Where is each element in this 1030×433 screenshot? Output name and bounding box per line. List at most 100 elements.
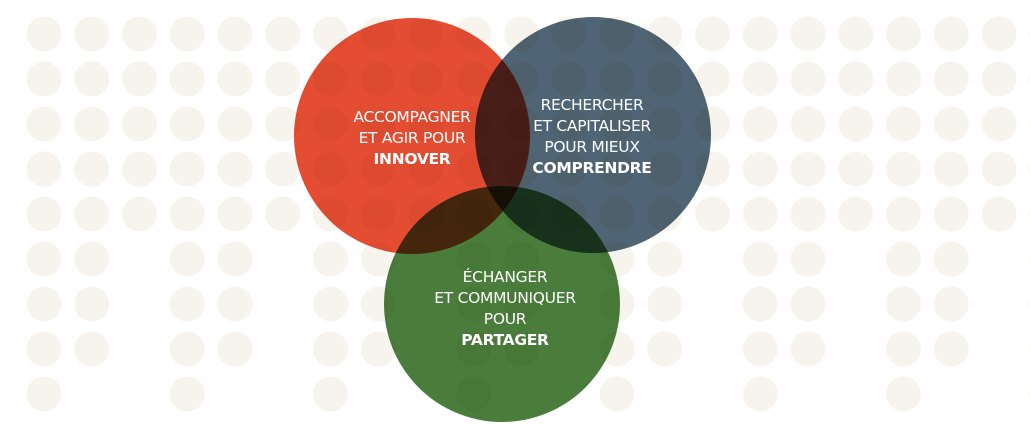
background-dot (74, 196, 110, 232)
background-dot (790, 61, 826, 97)
background-dot (122, 196, 157, 232)
background-dot (74, 106, 110, 142)
background-dot (313, 241, 348, 277)
background-dot (886, 61, 921, 97)
background-dot (26, 331, 62, 367)
background-dot (742, 376, 778, 412)
background-dot (790, 16, 826, 52)
label-bold: INNOVER (374, 150, 451, 168)
background-dot (122, 106, 157, 142)
background-dot (313, 16, 348, 52)
background-dot (26, 16, 62, 52)
background-dot (169, 151, 205, 187)
background-dot (886, 151, 921, 187)
background-dot (933, 241, 969, 277)
background-dot (790, 331, 826, 367)
background-dot (217, 106, 253, 142)
background-dot (647, 331, 683, 367)
background-dot (265, 196, 301, 232)
background-dot (74, 286, 110, 322)
background-dot (886, 286, 921, 322)
background-dot (26, 61, 62, 97)
label-line: ÉCHANGER (463, 267, 548, 286)
background-dot (981, 106, 1017, 142)
background-dot (74, 16, 110, 52)
background-dot (360, 331, 396, 367)
background-dot (122, 151, 157, 187)
background-dot (790, 241, 826, 277)
background-dot (838, 151, 874, 187)
background-dot (981, 151, 1017, 187)
background-dot (265, 61, 301, 97)
label-comprendre: RECHERCHER ET CAPITALISER POUR MIEUX COM… (532, 96, 652, 177)
background-dot (217, 286, 253, 322)
background-dot (695, 16, 730, 52)
background-dot (790, 151, 826, 187)
background-dot (26, 241, 62, 277)
background-dot (742, 286, 778, 322)
background-dot (313, 376, 348, 412)
label-line: POUR MIEUX (544, 138, 640, 156)
background-dot (217, 196, 253, 232)
background-dot (169, 196, 205, 232)
label-line: ET AGIR POUR (359, 129, 466, 147)
background-dot (217, 331, 253, 367)
background-dot (742, 106, 778, 142)
background-dot (886, 376, 921, 412)
background-dot (169, 331, 205, 367)
background-dot (933, 151, 969, 187)
background-dot (933, 196, 969, 232)
background-dot (26, 106, 62, 142)
background-dot (313, 331, 348, 367)
background-dot (599, 376, 635, 412)
background-dot (122, 16, 157, 52)
background-dot (742, 331, 778, 367)
label-partager: ÉCHANGER ET COMMUNIQUER POUR PARTAGER (434, 267, 576, 349)
background-dot (169, 286, 205, 322)
background-dot (26, 376, 62, 412)
background-dot (647, 241, 683, 277)
background-dot (933, 286, 969, 322)
background-dot (169, 16, 205, 52)
background-dot (26, 286, 62, 322)
background-dot (742, 151, 778, 187)
background-dot (933, 16, 969, 52)
background-dot (217, 151, 253, 187)
background-dot (313, 286, 348, 322)
background-dot (742, 61, 778, 97)
background-dot (217, 241, 253, 277)
background-dot (981, 196, 1017, 232)
label-bold: COMPRENDRE (532, 159, 651, 177)
background-dot (838, 106, 874, 142)
background-dot (74, 241, 110, 277)
background-dot (790, 196, 826, 232)
background-dot (886, 241, 921, 277)
background-dot (933, 331, 969, 367)
background-dot (886, 331, 921, 367)
circle-partager (384, 186, 620, 422)
background-dot (26, 151, 62, 187)
background-dot (742, 16, 778, 52)
label-bold: PARTAGER (461, 331, 549, 349)
background-dot (122, 61, 157, 97)
background-dot (265, 151, 301, 187)
background-dot (790, 286, 826, 322)
background-dot (74, 61, 110, 97)
background-dot (169, 376, 205, 412)
background-dot (695, 61, 730, 97)
background-dot (265, 106, 301, 142)
label-innover: ACCOMPAGNER ET AGIR POUR INNOVER (353, 108, 471, 168)
background-dot (742, 241, 778, 277)
background-dot (169, 241, 205, 277)
background-dot (933, 61, 969, 97)
background-dot (981, 16, 1017, 52)
background-dot (838, 196, 874, 232)
background-dot (886, 16, 921, 52)
label-line: ACCOMPAGNER (353, 108, 471, 126)
label-line: POUR (484, 310, 527, 328)
label-line: ET CAPITALISER (533, 117, 651, 135)
background-dot (265, 16, 301, 52)
background-dot (695, 196, 730, 232)
background-dot (26, 196, 62, 232)
